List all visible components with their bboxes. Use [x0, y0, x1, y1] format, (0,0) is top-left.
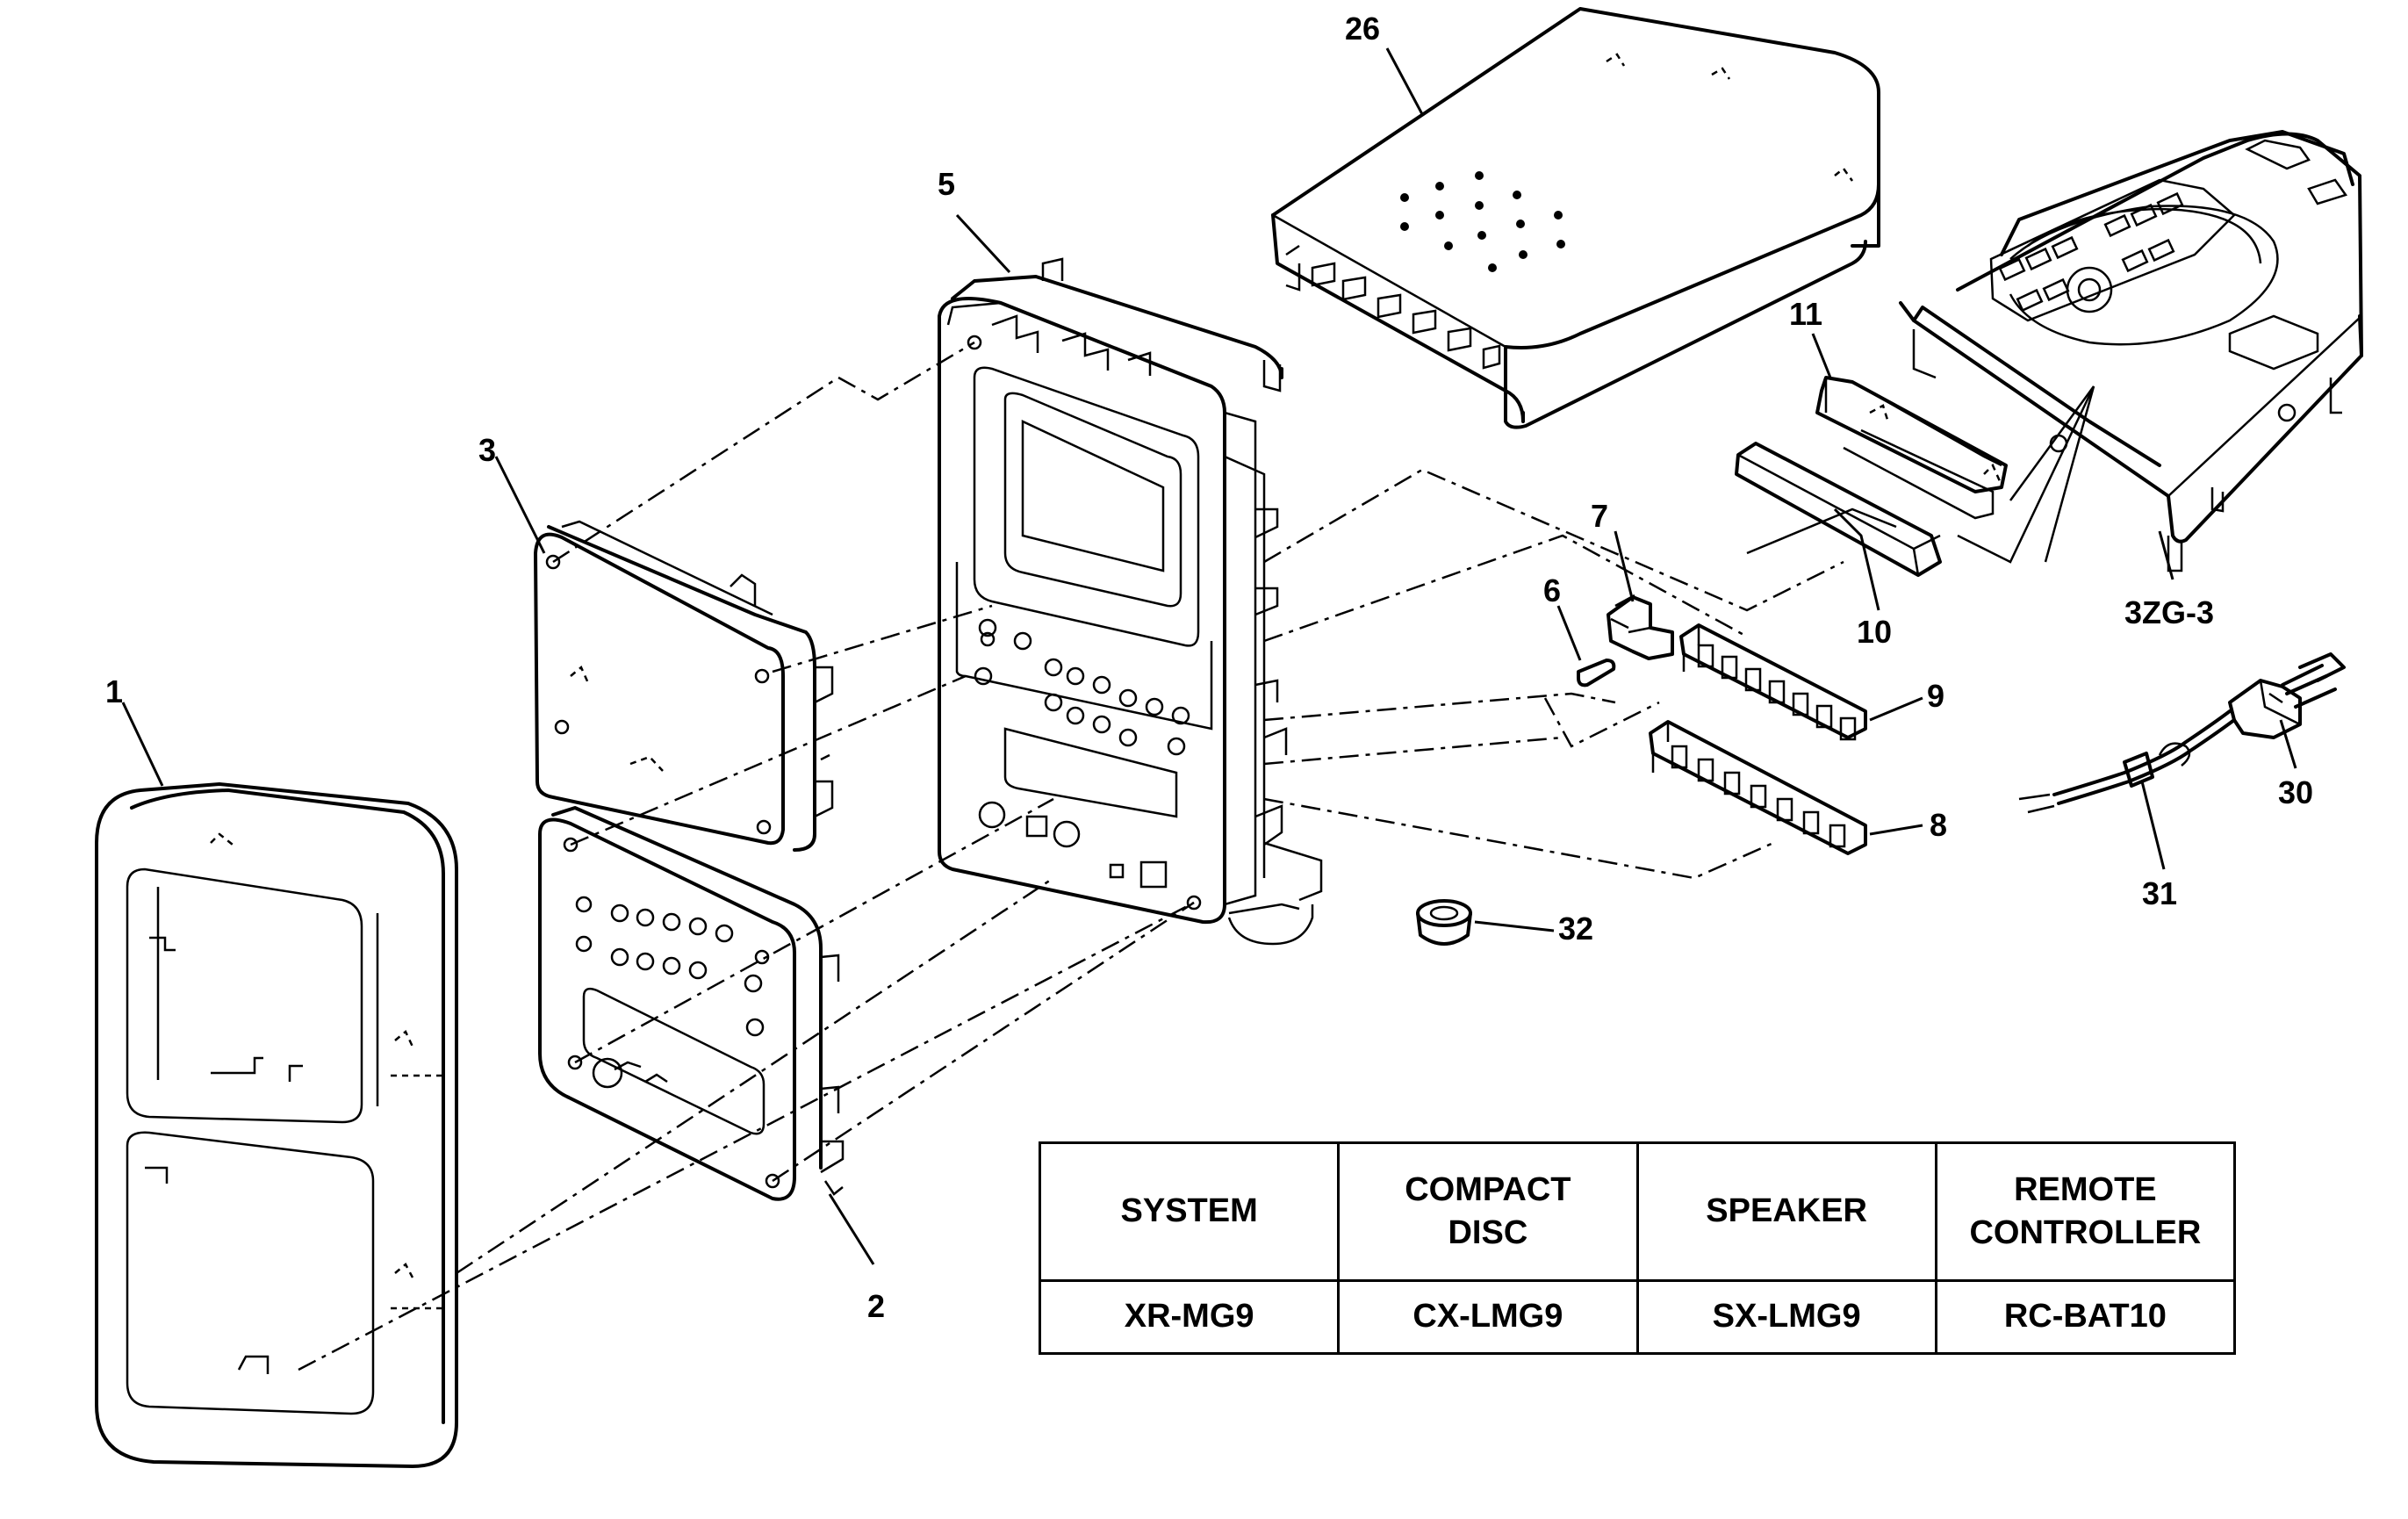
part-11-bracket — [1815, 376, 2008, 520]
leader-lines — [121, 47, 2297, 1265]
model-number-table: SYSTEM COMPACT DISC SPEAKER REMOTE CONTR… — [1038, 1141, 2237, 1355]
header-compact-disc: COMPACT DISC — [1337, 1141, 1639, 1282]
part-2-lower-panel — [538, 806, 845, 1201]
part-32-foot — [1416, 899, 1472, 946]
label-part-32: 32 — [1558, 911, 1593, 947]
part-3zg3-cd-mechanism — [1899, 130, 2363, 572]
label-part-31: 31 — [2142, 875, 2177, 911]
label-part-9: 9 — [1927, 678, 1944, 714]
cd-tray-keys — [1998, 191, 2184, 313]
part-26-top-cover — [1271, 7, 1880, 429]
part-6-pin — [1577, 659, 1616, 688]
part-8-button-strip — [1649, 720, 1867, 855]
label-part-3: 3 — [478, 432, 496, 468]
strip-8-keys — [1671, 745, 1846, 848]
label-part-2: 2 — [867, 1288, 885, 1324]
value-compact-disc: CX-LMG9 — [1337, 1279, 1639, 1355]
value-system: XR-MG9 — [1038, 1279, 1341, 1355]
part-5-main-chassis — [938, 257, 1323, 946]
part-10-strip — [1735, 442, 1942, 577]
label-part-26: 26 — [1345, 11, 1380, 47]
model-table-header-row: SYSTEM COMPACT DISC SPEAKER REMOTE CONTR… — [1038, 1141, 2237, 1282]
part-7-switch-bracket — [1607, 594, 1674, 660]
alignment-lines — [298, 341, 2095, 1371]
cover-vent-holes — [1400, 171, 1565, 272]
part-9-button-strip — [1679, 623, 1867, 741]
value-speaker: SX-LMG9 — [1635, 1279, 1937, 1355]
label-part-30: 30 — [2278, 774, 2313, 810]
header-speaker: SPEAKER — [1635, 1141, 1937, 1282]
label-part-5: 5 — [938, 166, 955, 202]
label-part-11: 11 — [1789, 296, 1822, 332]
header-remote-controller: REMOTE CONTROLLER — [1934, 1141, 2237, 1282]
cover-slots — [1311, 262, 1501, 370]
part-1-front-frame — [95, 782, 458, 1468]
label-part-8: 8 — [1930, 807, 1947, 843]
chassis-button-holes — [974, 618, 1190, 756]
label-part-1: 1 — [105, 673, 123, 709]
part-labels: 1 2 3 5 6 7 8 9 10 11 26 3ZG-3 30 31 32 — [105, 11, 2313, 1324]
part-3-upper-panel — [534, 520, 834, 852]
model-table-value-row: XR-MG9 CX-LMG9 SX-LMG9 RC-BAT10 — [1038, 1279, 2237, 1355]
lower-panel-buttons — [575, 896, 765, 1037]
label-part-3zg3: 3ZG-3 — [2124, 594, 2214, 630]
header-system: SYSTEM — [1038, 1141, 1341, 1282]
label-part-7: 7 — [1591, 498, 1608, 534]
part-30-31-power-cord — [2018, 652, 2346, 814]
label-part-10: 10 — [1857, 614, 1892, 650]
value-remote-controller: RC-BAT10 — [1934, 1279, 2237, 1355]
strip-9-keys — [1697, 644, 1857, 741]
label-part-6: 6 — [1543, 572, 1561, 608]
